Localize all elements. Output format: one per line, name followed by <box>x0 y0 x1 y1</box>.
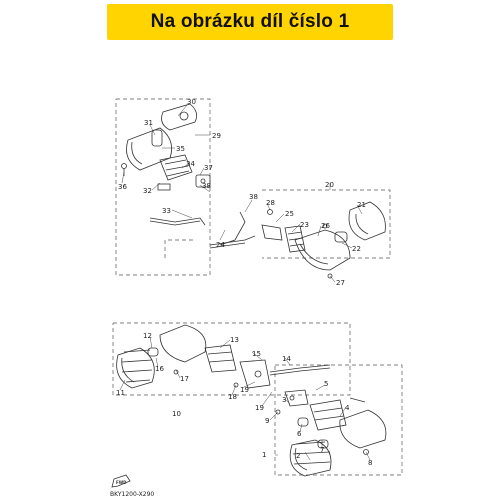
fwd-label: FWD <box>116 480 127 485</box>
part-label-15: 15 <box>252 350 261 358</box>
frame-rear-left-29 <box>115 98 211 276</box>
part-label-17: 17 <box>180 375 189 383</box>
assembly-frames <box>112 98 403 476</box>
part-label-16: 16 <box>155 365 164 373</box>
part-label-34: 34 <box>186 160 195 168</box>
rear-right-signal <box>209 201 386 279</box>
part-label-30: 30 <box>187 98 196 106</box>
front-right-signal <box>275 389 387 477</box>
part-label-23: 23 <box>300 221 309 229</box>
rear-left-signal <box>121 103 211 226</box>
part-label-19-right: 19 <box>255 404 264 412</box>
part-label-33: 33 <box>162 207 171 215</box>
part-label-9: 9 <box>265 417 269 425</box>
part-label-10: 10 <box>172 410 181 418</box>
part-label-11: 11 <box>116 389 125 397</box>
part-label-36: 36 <box>118 183 127 191</box>
part-label-12: 12 <box>143 332 152 340</box>
part-label-38-rear-right: 38 <box>249 193 258 201</box>
diagram-code: BKY1200-X290 <box>110 491 154 498</box>
part-label-7: 7 <box>320 446 324 454</box>
part-label-14: 14 <box>282 355 291 363</box>
part-label-26: 26 <box>321 222 330 230</box>
fwd-arrow-icon: FWD <box>111 474 131 488</box>
part-label-19-left: 19 <box>240 386 249 394</box>
front-left-signal <box>116 324 331 389</box>
frame-front-right-1 <box>274 364 403 476</box>
part-label-35: 35 <box>176 145 185 153</box>
banner-text: Na obrázku díl číslo 1 <box>150 11 350 32</box>
frame-front-left-10 <box>112 322 351 396</box>
part-label-6: 6 <box>297 430 302 438</box>
frame-rear-right-20 <box>262 189 391 259</box>
part-label-31: 31 <box>144 119 153 127</box>
part-label-21: 21 <box>357 201 366 209</box>
part-label-3: 3 <box>282 396 286 404</box>
frame-rear-right-tail <box>164 239 195 258</box>
part-label-22: 22 <box>352 245 361 253</box>
part-label-38-rear-left: 38 <box>202 182 211 190</box>
part-label-18: 18 <box>228 393 237 401</box>
part-label-1: 1 <box>262 451 266 459</box>
leader-lines <box>119 104 371 461</box>
part-label-37: 37 <box>204 164 213 172</box>
part-label-5: 5 <box>324 380 328 388</box>
part-label-32: 32 <box>143 187 152 195</box>
part-label-29: 29 <box>212 132 221 140</box>
part-label-24: 24 <box>216 241 225 249</box>
part-label-13: 13 <box>230 336 239 344</box>
part-label-2: 2 <box>296 452 300 460</box>
part-label-8: 8 <box>368 459 372 467</box>
part-labels: 30 31 35 29 34 37 36 32 38 33 20 38 28 2… <box>116 98 372 467</box>
part-label-28: 28 <box>266 199 275 207</box>
part-label-4: 4 <box>345 404 350 412</box>
part-label-27: 27 <box>336 279 345 287</box>
part-label-20: 20 <box>325 181 334 189</box>
part-label-25: 25 <box>285 210 294 218</box>
part-number-banner: Na obrázku díl číslo 1 <box>107 4 393 40</box>
